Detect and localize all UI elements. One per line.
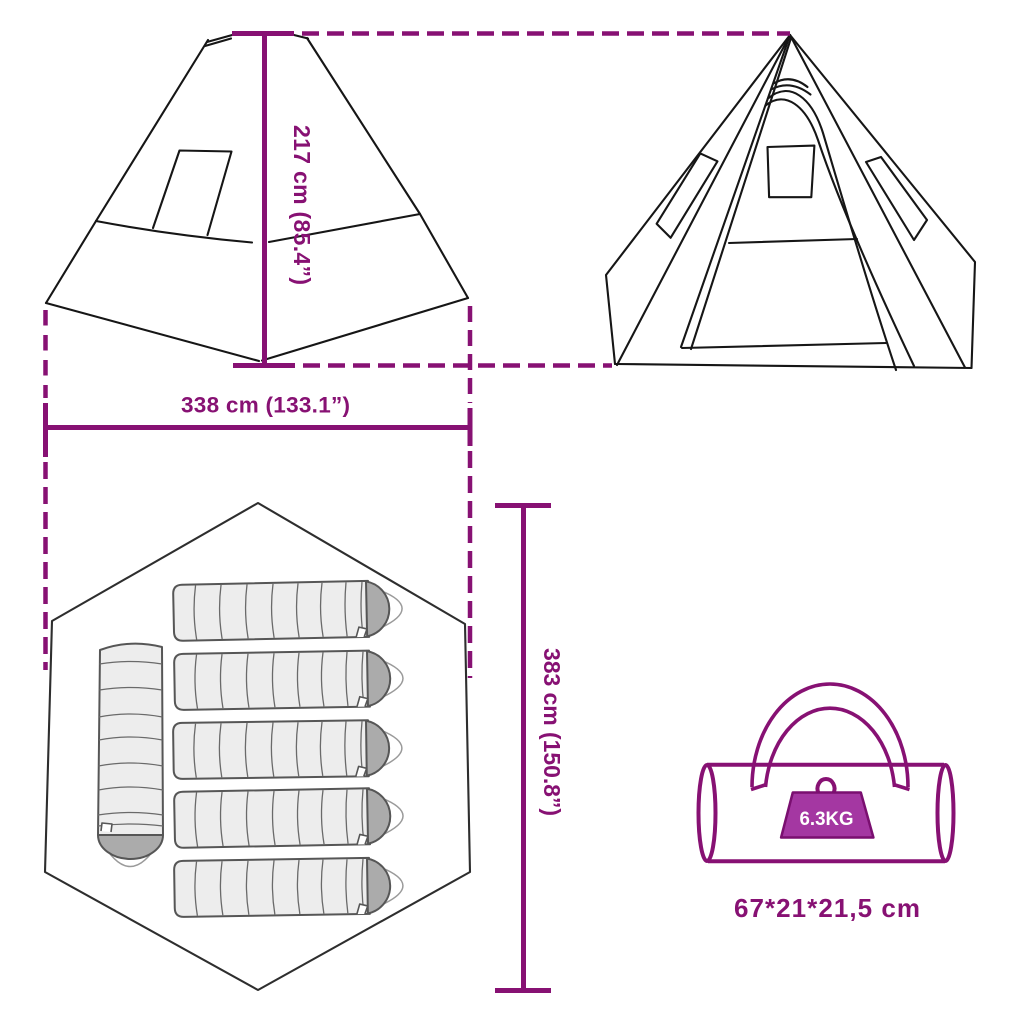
svg-text:383 cm (150.8”): 383 cm (150.8”) — [539, 648, 565, 816]
svg-text:338 cm (133.1”): 338 cm (133.1”) — [181, 393, 350, 418]
svg-text:217 cm (85.4”): 217 cm (85.4”) — [289, 125, 315, 285]
svg-text:67*21*21,5 cm: 67*21*21,5 cm — [734, 893, 920, 923]
svg-text:6.3KG: 6.3KG — [800, 808, 854, 830]
